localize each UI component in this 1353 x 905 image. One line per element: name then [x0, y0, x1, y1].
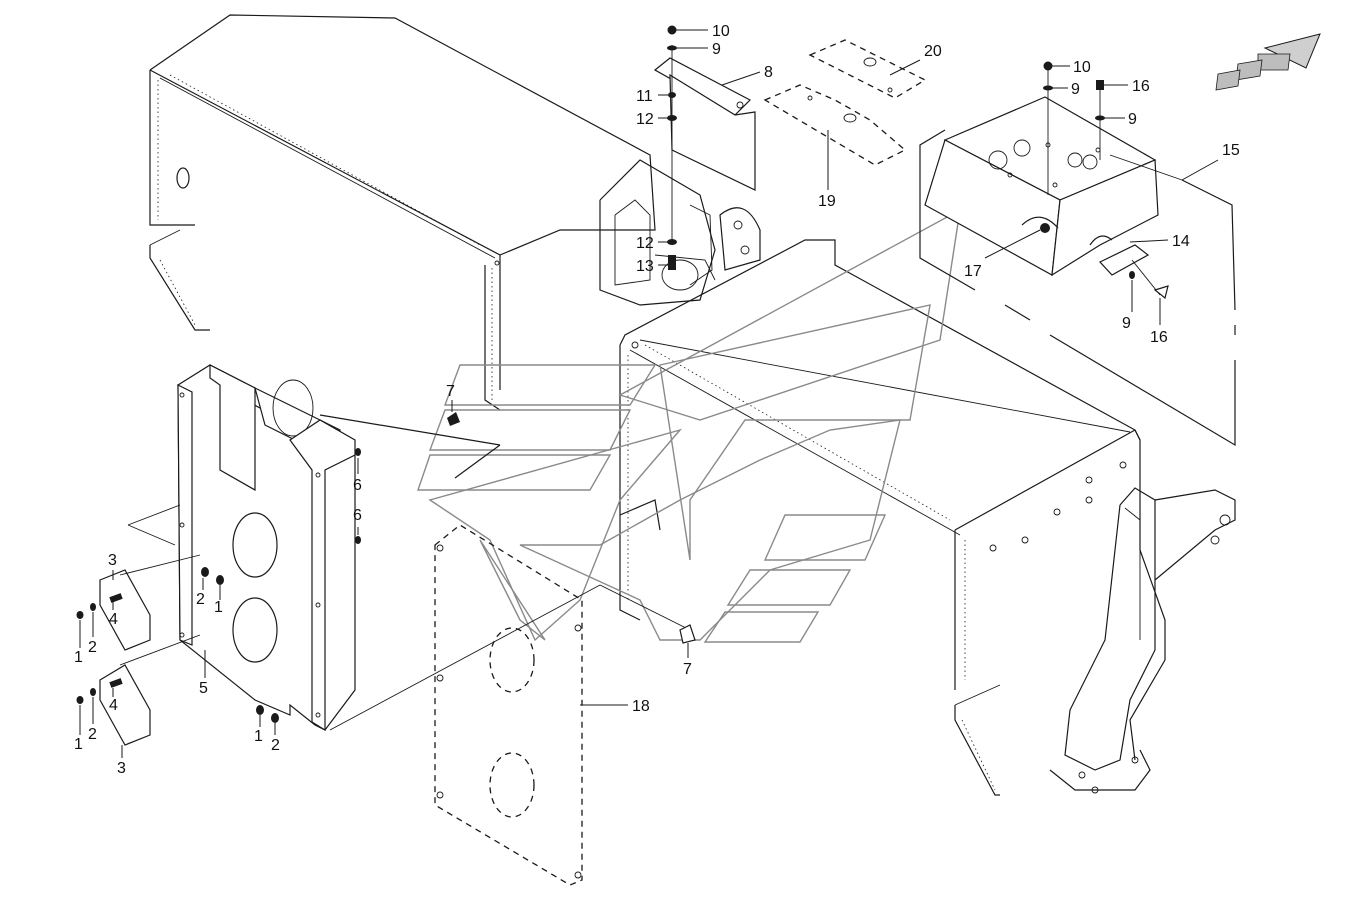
callout-12: 12 [636, 111, 654, 128]
center-bracket-assembly [599, 159, 761, 306]
callout-18: 18 [632, 698, 650, 715]
callout-10: 10 [712, 23, 730, 40]
callout-3: 3 [117, 760, 126, 777]
callout-5: 5 [199, 680, 208, 697]
parts-19-20-dashed-plates [763, 39, 927, 166]
callout-9: 9 [1071, 81, 1080, 98]
callout-6: 6 [353, 477, 362, 494]
callout-15: 15 [1222, 142, 1240, 159]
forward-direction-arrow-icon [1215, 33, 1321, 91]
callout-14: 14 [1172, 233, 1190, 250]
part-8-angle-plate [653, 25, 756, 270]
callout-9: 9 [1122, 315, 1131, 332]
callout-1: 1 [254, 728, 263, 745]
callout-4: 4 [109, 611, 118, 628]
callout-7: 7 [446, 383, 455, 400]
callout-3: 3 [108, 552, 117, 569]
callout-6: 6 [353, 507, 362, 524]
part-18-dashed-plate [434, 524, 583, 886]
upper-left-frame [149, 14, 656, 411]
callout-2: 2 [88, 726, 97, 743]
callout-19: 19 [818, 193, 836, 210]
part-3-lower-plate [99, 634, 201, 746]
callout-leaders [79, 29, 1219, 758]
callout-9: 9 [1128, 111, 1137, 128]
watermark-logo [417, 208, 961, 643]
callout-11: 11 [636, 88, 653, 105]
callout-2: 2 [196, 591, 205, 608]
callout-1: 1 [214, 599, 223, 616]
callout-2: 2 [271, 737, 280, 754]
part-5-front-panel [127, 364, 691, 732]
callout-1: 1 [74, 736, 83, 753]
callout-13: 13 [636, 258, 654, 275]
callout-2: 2 [88, 639, 97, 656]
callout-10: 10 [1073, 59, 1091, 76]
callout-labels: 10 9 8 11 12 12 13 20 19 10 9 16 9 15 14… [74, 23, 1240, 777]
part-15-box-cover [919, 61, 1236, 447]
callout-9: 9 [712, 41, 721, 58]
fasteners [76, 412, 696, 723]
central-main-frame [619, 239, 1236, 796]
callout-4: 4 [109, 697, 118, 714]
callout-7: 7 [683, 661, 692, 678]
callout-1: 1 [74, 649, 83, 666]
callout-16: 16 [1132, 78, 1150, 95]
callout-17: 17 [964, 263, 982, 280]
callout-8: 8 [764, 64, 773, 81]
callout-20: 20 [924, 43, 942, 60]
part-3-upper-plate [99, 554, 201, 651]
callout-12: 12 [636, 235, 654, 252]
callout-16: 16 [1150, 329, 1168, 346]
